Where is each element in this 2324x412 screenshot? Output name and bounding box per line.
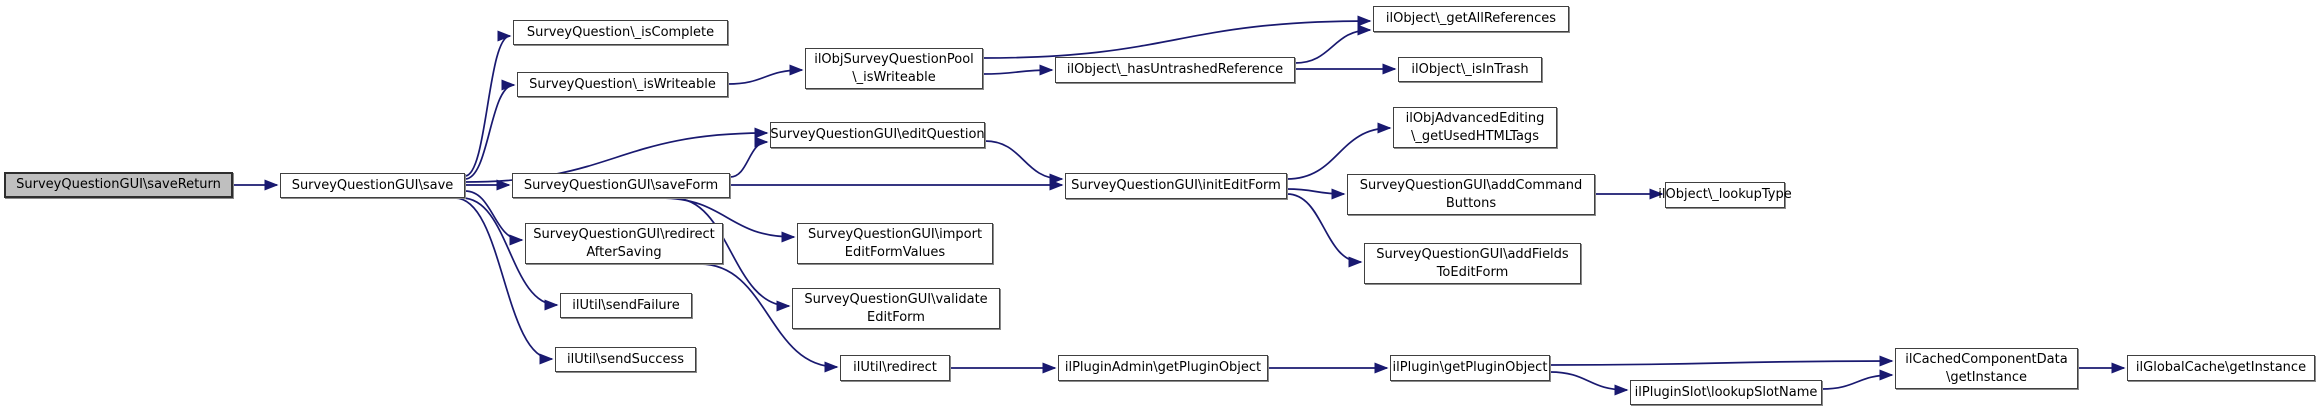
- node-label: ilUtil\sendSuccess: [566, 351, 685, 367]
- node-label: ilCachedComponentData: [1905, 351, 2068, 367]
- node-init-edit-form[interactable]: SurveyQuestionGUI\initEditForm: [1065, 173, 1287, 199]
- node-label: SurveyQuestionGUI\import: [807, 226, 983, 242]
- edge-pool-is-writeable-to-has-untrashed-reference: [982, 64, 1054, 76]
- node-send-failure[interactable]: ilUtil\sendFailure: [560, 293, 692, 318]
- edge-edit-question-to-init-edit-form: [984, 140, 1064, 185]
- node-is-writeable[interactable]: SurveyQuestion\_isWriteable: [517, 72, 728, 97]
- edge-plugin-get-plugin-object-to-cached-component-data-get-instance: [1549, 355, 1894, 367]
- node-save[interactable]: SurveyQuestionGUI\save: [280, 173, 465, 198]
- node-label: ilObject\_isInTrash: [1411, 61, 1529, 77]
- node-global-cache-get-instance[interactable]: ilGlobalCache\getInstance: [2127, 355, 2315, 381]
- node-label: ilObject\_getAllReferences: [1385, 11, 1557, 27]
- node-label: SurveyQuestionGUI\validate: [804, 291, 988, 307]
- edge-save-form-to-validate-edit-form: [672, 197, 791, 312]
- node-lookup-slot-name[interactable]: ilPluginSlot\lookupSlotName: [1630, 380, 1822, 405]
- node-save-form[interactable]: SurveyQuestionGUI\saveForm: [512, 173, 730, 198]
- node-label: SurveyQuestionGUI\redirect: [533, 226, 715, 242]
- edge-save-to-is-writeable: [464, 79, 516, 180]
- node-label: ilObjAdvancedEditing: [1405, 110, 1545, 126]
- node-plugin-admin-get-plugin-object[interactable]: ilPluginAdmin\getPluginObject: [1058, 355, 1268, 381]
- node-label: SurveyQuestionGUI\initEditForm: [1071, 178, 1281, 194]
- node-label: ilUtil\sendFailure: [572, 297, 680, 313]
- node-label: SurveyQuestionGUI\addFields: [1376, 246, 1569, 262]
- node-is-complete[interactable]: SurveyQuestion\_isComplete: [513, 20, 728, 45]
- node-plugin-get-plugin-object[interactable]: ilPlugin\getPluginObject: [1390, 355, 1550, 381]
- edge-save-to-is-complete: [464, 30, 512, 177]
- node-get-all-references[interactable]: ilObject\_getAllReferences: [1373, 6, 1569, 32]
- edge-plugin-get-plugin-object-to-lookup-slot-name: [1549, 371, 1629, 396]
- node-label: \_isWriteable: [852, 69, 936, 85]
- node-has-untrashed-reference[interactable]: ilObject\_hasUntrashedReference: [1055, 57, 1295, 83]
- node-is-in-trash[interactable]: ilObject\_isInTrash: [1398, 57, 1542, 82]
- node-label: SurveyQuestionGUI\save: [291, 177, 454, 193]
- node-label: AfterSaving: [586, 244, 662, 260]
- edge-save-form-to-edit-question: [729, 136, 769, 178]
- node-label: EditFormValues: [844, 244, 946, 260]
- node-label: ilPluginAdmin\getPluginObject: [1064, 360, 1262, 376]
- node-label: SurveyQuestionGUI\editQuestion: [770, 127, 985, 143]
- node-lookup-type[interactable]: ilObject\_lookupType: [1658, 182, 1792, 208]
- node-label: SurveyQuestionGUI\saveReturn: [16, 177, 221, 193]
- node-label: ilGlobalCache\getInstance: [2135, 360, 2307, 376]
- edge-save-to-send-failure: [461, 197, 559, 311]
- node-label: \getInstance: [1945, 369, 2028, 385]
- node-label: ilPluginSlot\lookupSlotName: [1634, 384, 1818, 400]
- edge-init-edit-form-to-get-used-html-tags: [1286, 122, 1392, 180]
- node-label: ilObject\_lookupType: [1658, 187, 1792, 203]
- node-label: SurveyQuestionGUI\saveForm: [523, 177, 719, 193]
- node-label: \_getUsedHTMLTags: [1411, 128, 1539, 144]
- node-label: ilObject\_hasUntrashedReference: [1066, 62, 1284, 78]
- node-label: SurveyQuestion\_isWriteable: [529, 76, 716, 92]
- edge-pool-is-writeable-to-get-all-references: [982, 15, 1372, 59]
- edge-is-writeable-to-pool-is-writeable: [727, 64, 804, 85]
- node-edit-question[interactable]: SurveyQuestionGUI\editQuestion: [770, 122, 985, 148]
- node-label: ilUtil\redirect: [853, 360, 937, 376]
- edge-save-to-send-success: [454, 197, 554, 365]
- node-label: SurveyQuestion\_isComplete: [526, 24, 715, 40]
- node-label: ilPlugin\getPluginObject: [1392, 360, 1548, 376]
- node-save-return: SurveyQuestionGUI\saveReturn: [4, 172, 233, 198]
- node-send-success[interactable]: ilUtil\sendSuccess: [555, 347, 696, 372]
- node-label: Buttons: [1445, 195, 1497, 211]
- edge-lookup-slot-name-to-cached-component-data-get-instance: [1821, 369, 1894, 390]
- edge-init-edit-form-to-add-fields-to-edit-form: [1286, 193, 1363, 268]
- node-redirect[interactable]: ilUtil\redirect: [840, 355, 950, 381]
- node-pool-is-writeable[interactable]: ilObjSurveyQuestionPool \_isWriteable: [805, 48, 983, 89]
- edge-redirect-after-saving-to-redirect: [699, 263, 839, 373]
- node-label: ToEditForm: [1436, 264, 1509, 280]
- node-label: EditForm: [867, 309, 925, 325]
- edge-save-to-redirect-after-saving: [464, 190, 524, 246]
- node-label: SurveyQuestionGUI\addCommand: [1359, 177, 1583, 193]
- node-label: ilObjSurveyQuestionPool: [814, 51, 974, 67]
- edge-has-untrashed-reference-to-get-all-references: [1294, 24, 1372, 64]
- node-cached-component-data-get-instance[interactable]: ilCachedComponentData \getInstance: [1895, 348, 2078, 389]
- edge-init-edit-form-to-add-command-buttons: [1286, 188, 1346, 200]
- node-get-used-html-tags[interactable]: ilObjAdvancedEditing \_getUsedHTMLTags: [1393, 107, 1557, 148]
